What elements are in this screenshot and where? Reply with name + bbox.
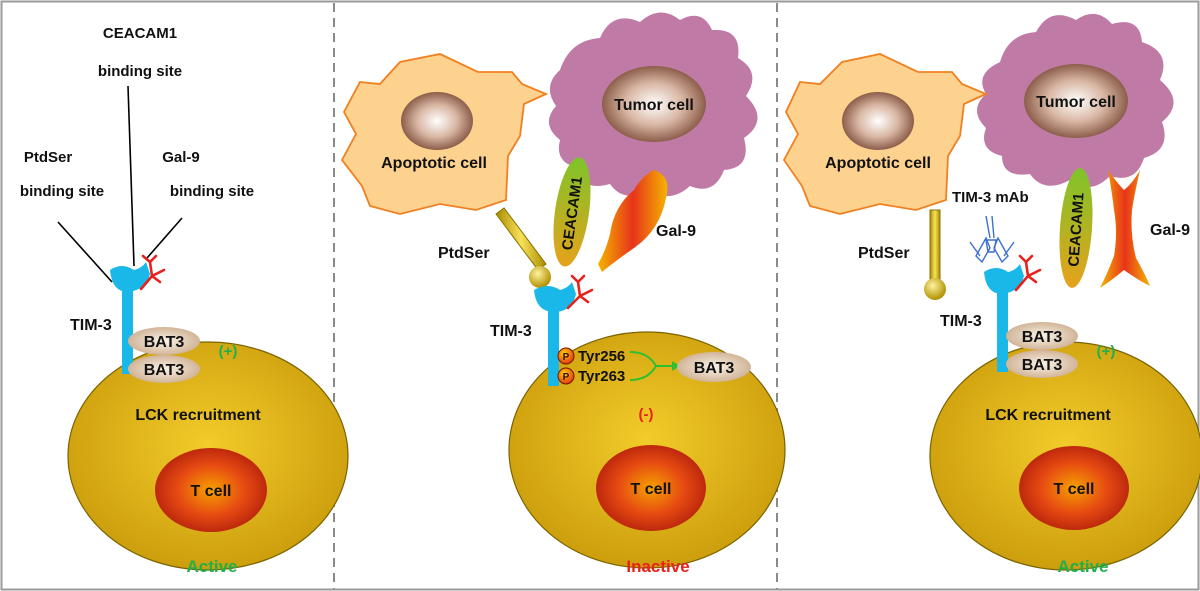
gal9-binding-y-icon [566, 274, 594, 310]
sign-negative: (-) [639, 406, 654, 423]
ceacam1-ligand [553, 157, 591, 267]
tim3-label: TIM-3 [490, 323, 532, 340]
apoptotic-cell-nucleus [842, 92, 914, 150]
phospho-icon-1 [557, 347, 575, 365]
bat3-top-label: BAT3 [144, 334, 185, 351]
lck-recruitment-label: LCK recruitment [985, 407, 1111, 424]
gal9-site-label-line2: binding site [170, 183, 254, 200]
t-cell-label: T cell [1054, 481, 1095, 498]
ptdser-site-leader [57, 221, 113, 283]
t-cell-nucleus [1019, 446, 1129, 530]
panel-inactive: Tumor cell Apoptotic cell T cell (-) Ptd… [340, 12, 786, 576]
tumor-cell-nucleus [1024, 64, 1128, 138]
tyr263-label: Tyr263 [578, 368, 625, 385]
t-cell-label: T cell [631, 481, 672, 498]
bat3-released-label: BAT3 [694, 360, 735, 377]
t-cell-nucleus [155, 448, 267, 532]
ptdser-site-label-line1: PtdSer [24, 149, 73, 166]
apoptotic-cell-label: Apoptotic cell [381, 155, 487, 172]
bat3-bottom [128, 355, 200, 383]
gal9-binding-y-icon [1014, 254, 1042, 292]
antibody-icon [969, 215, 1015, 264]
tim3-label: TIM-3 [70, 317, 112, 334]
tim3-stalk [122, 288, 133, 374]
gal9-ligand [1100, 170, 1150, 288]
state-active: Active [186, 557, 237, 576]
tumor-cell-nucleus [602, 66, 706, 142]
ptdser-label: PtdSer [858, 245, 910, 262]
bat3-bottom-label: BAT3 [1022, 357, 1063, 374]
ceacam1-label: CEACAM1 [1065, 192, 1087, 267]
sign-positive: (+) [219, 343, 238, 360]
ceacam1-ligand [1059, 168, 1093, 288]
ptdser-site-label-line2: binding site [20, 183, 104, 200]
bat3-release-arrow [629, 351, 672, 381]
state-inactive: Inactive [626, 557, 689, 576]
tumor-cell-label: Tumor cell [614, 97, 694, 114]
gal9-site-label-line1: Gal-9 [162, 149, 200, 166]
apoptotic-cell-label: Apoptotic cell [825, 155, 931, 172]
bat3-top [128, 327, 200, 355]
bat3-top [1006, 322, 1078, 350]
tim3-stalk [548, 308, 559, 386]
phospho-icon-2 [557, 367, 575, 385]
tim3-head [534, 282, 576, 312]
tim3-head [110, 262, 150, 292]
tim3-head [984, 264, 1024, 294]
ceacam1-site-label-line1: CEACAM1 [103, 25, 177, 42]
panel-blocked: Tumor cell Apoptotic cell T cell LCK rec… [782, 13, 1200, 576]
ptdser-ligand [495, 207, 551, 288]
tyr256-label: Tyr256 [578, 348, 625, 365]
sign-positive: (+) [1097, 343, 1116, 360]
phospho-label-2: P [563, 372, 570, 383]
gal9-label: Gal-9 [1150, 222, 1190, 239]
tim3-mab-label: TIM-3 mAb [952, 189, 1029, 206]
panel-active: T cell LCK recruitment CEACAM1 binding s… [20, 25, 349, 576]
gal9-site-leader [146, 217, 183, 259]
bat3-top-label: BAT3 [1022, 329, 1063, 346]
t-cell-nucleus [596, 445, 706, 531]
t-cell-label: T cell [191, 483, 232, 500]
ptdser-label: PtdSer [438, 245, 490, 262]
lck-recruitment-label: LCK recruitment [135, 407, 261, 424]
bat3-release-arrowhead [672, 361, 680, 371]
ceacam1-site-label-line2: binding site [98, 63, 182, 80]
gal9-binding-y-icon [139, 254, 166, 291]
tim3-label: TIM-3 [940, 313, 982, 330]
phospho-label-1: P [563, 352, 570, 363]
bat3-bottom [1006, 350, 1078, 378]
tim3-stalk [997, 292, 1008, 372]
ceacam1-site-leader [127, 85, 135, 267]
bat3-released [677, 352, 751, 382]
bat3-bottom-label: BAT3 [144, 362, 185, 379]
apoptotic-cell-nucleus [401, 92, 473, 150]
gal9-ligand [598, 170, 668, 272]
tumor-cell-label: Tumor cell [1036, 94, 1116, 111]
gal9-label: Gal-9 [656, 223, 696, 240]
ptdser-ligand [924, 209, 946, 300]
state-active: Active [1057, 557, 1108, 576]
